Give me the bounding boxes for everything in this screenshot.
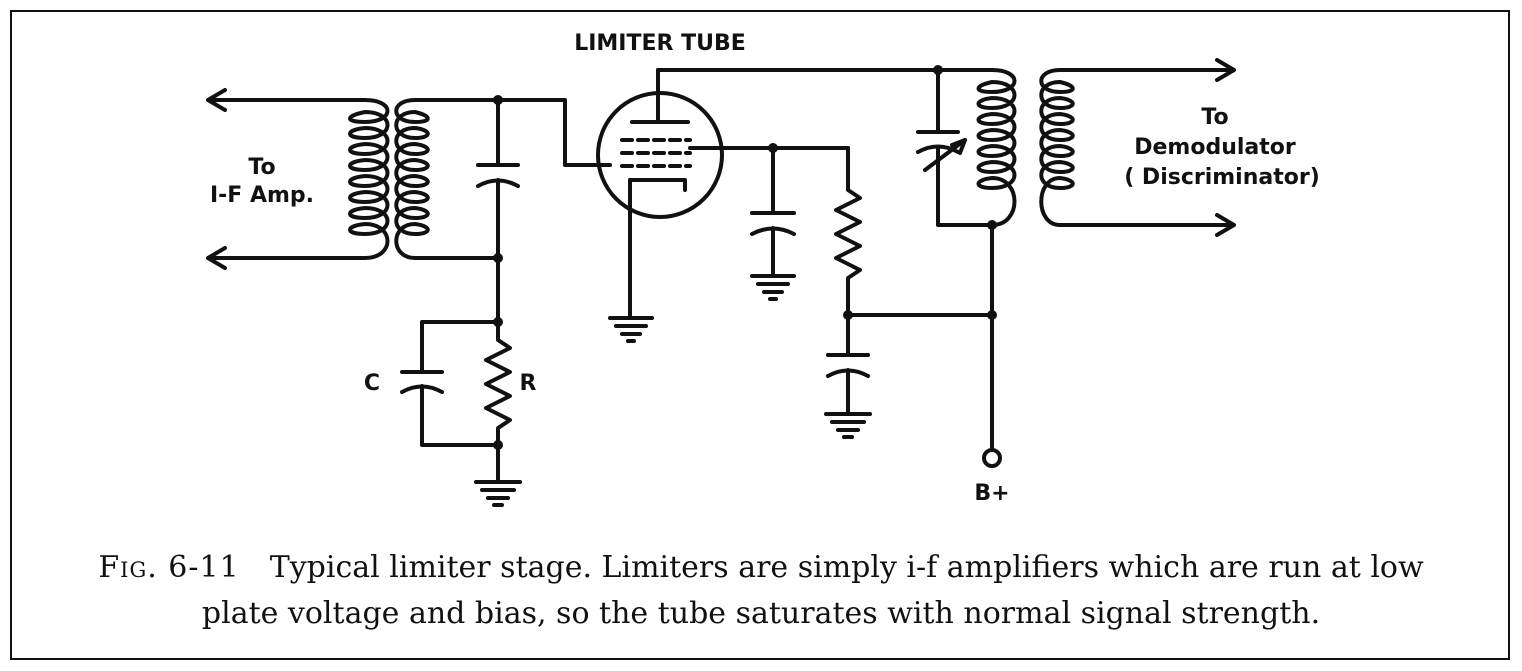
caption-text-1: Typical limiter stage. Limiters are simp… (269, 550, 1424, 585)
right-label-to: To (1201, 105, 1228, 130)
b-plus-label: B+ (974, 481, 1009, 506)
screen-grid-network (718, 146, 862, 317)
tube-label: LIMITER TUBE (574, 31, 746, 56)
left-label-to: To (248, 155, 275, 180)
junction-dot (493, 317, 503, 327)
input-transformer-secondary (394, 98, 500, 260)
figure-number: Fig. 6-11 (98, 550, 240, 585)
grid-bias-network (400, 256, 522, 507)
limiter-tube (596, 68, 724, 343)
caption-line-2: plate voltage and bias, so the tube satu… (201, 596, 1321, 631)
capacitor-c-label: C (364, 371, 380, 396)
junction-dot (768, 143, 778, 153)
junction-dot (493, 440, 503, 450)
input-transformer-primary (206, 88, 390, 270)
grid-lead (496, 98, 612, 167)
caption-line-1: Fig. 6-11 Typical limiter stage. Limiters… (20, 545, 1502, 591)
figure-caption: Fig. 6-11 Typical limiter stage. Limiters… (20, 545, 1502, 637)
b-plus-terminal (982, 448, 1002, 468)
right-label-demodulator: Demodulator (1134, 135, 1296, 160)
junction-dot (987, 220, 997, 230)
output-transformer-primary (976, 68, 1017, 452)
figure-frame (10, 10, 1510, 660)
resistor-r-label: R (520, 371, 537, 396)
input-tuning-capacitor (476, 98, 520, 260)
right-label-discriminator: ( Discriminator) (1124, 165, 1320, 190)
output-tuning-capacitor (916, 68, 994, 227)
decoupling-capacitor (824, 313, 994, 439)
junction-dot (843, 310, 853, 320)
left-label-ifamp: I-F Amp. (210, 183, 314, 208)
output-transformer-secondary (1039, 58, 1236, 237)
